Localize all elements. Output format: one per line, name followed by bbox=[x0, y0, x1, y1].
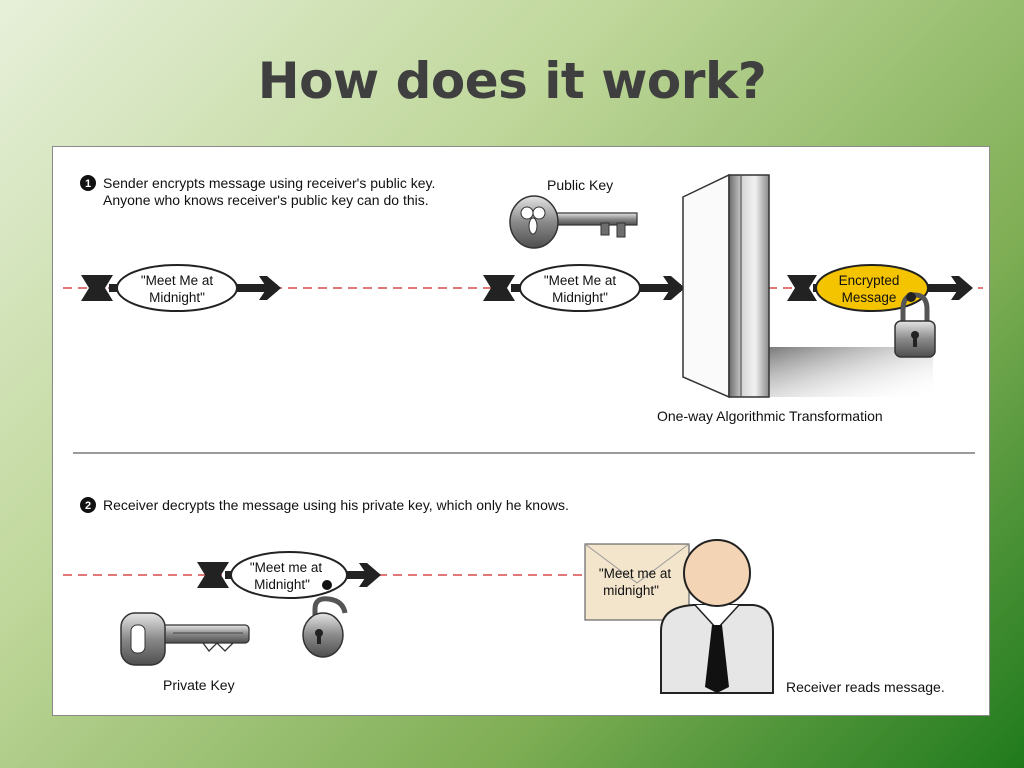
step1-text-line1: Sender encrypts message using receiver's… bbox=[103, 175, 435, 191]
receiver-label: Receiver reads message. bbox=[786, 679, 945, 695]
message-token-sender: "Meet Me at Midnight" bbox=[81, 264, 281, 312]
message-mid-line1: "Meet Me at bbox=[544, 273, 617, 288]
step1-badge: 1 bbox=[80, 175, 96, 191]
message-mid-line2: Midnight" bbox=[552, 290, 608, 305]
transformation-wall bbox=[682, 173, 933, 399]
receiver-person-icon bbox=[660, 539, 774, 694]
decrypted-line1: "Meet me at bbox=[250, 560, 323, 575]
step2-text: Receiver decrypts the message using his … bbox=[103, 497, 569, 513]
encrypted-line2: Message bbox=[842, 290, 897, 305]
diagram-panel: 1 Sender encrypts message using receiver… bbox=[52, 146, 990, 716]
message-token-decrypted: "Meet me at Midnight" bbox=[197, 551, 381, 599]
private-key-label: Private Key bbox=[163, 677, 235, 693]
transformation-label: One-way Algorithmic Transformation bbox=[657, 408, 883, 424]
slide-title: How does it work? bbox=[257, 52, 767, 110]
envelope-line1: "Meet me at bbox=[599, 566, 672, 581]
encrypted-message-token: Encrypted Message bbox=[787, 264, 973, 312]
message-sender-line2: Midnight" bbox=[149, 290, 205, 305]
step1-text-line2: Anyone who knows receiver's public key c… bbox=[103, 192, 429, 208]
closed-padlock-icon bbox=[894, 292, 936, 358]
step2-badge: 2 bbox=[80, 497, 96, 513]
envelope-line2: midnight" bbox=[603, 583, 659, 598]
step1-number: 1 bbox=[85, 178, 91, 190]
message-token-before-transform: "Meet Me at Midnight" bbox=[483, 264, 685, 312]
step2-number: 2 bbox=[85, 500, 91, 512]
encrypted-line1: Encrypted bbox=[839, 273, 900, 288]
public-key-label: Public Key bbox=[547, 177, 613, 193]
private-key-icon bbox=[120, 612, 250, 666]
encryption-diagram: 1 Sender encrypts message using receiver… bbox=[63, 173, 983, 695]
open-padlock-icon bbox=[302, 596, 348, 658]
envelope-icon: "Meet me at midnight" bbox=[584, 543, 690, 621]
public-key-icon bbox=[509, 195, 638, 249]
decrypted-line2: Midnight" bbox=[254, 577, 310, 592]
message-sender-line1: "Meet Me at bbox=[141, 273, 214, 288]
